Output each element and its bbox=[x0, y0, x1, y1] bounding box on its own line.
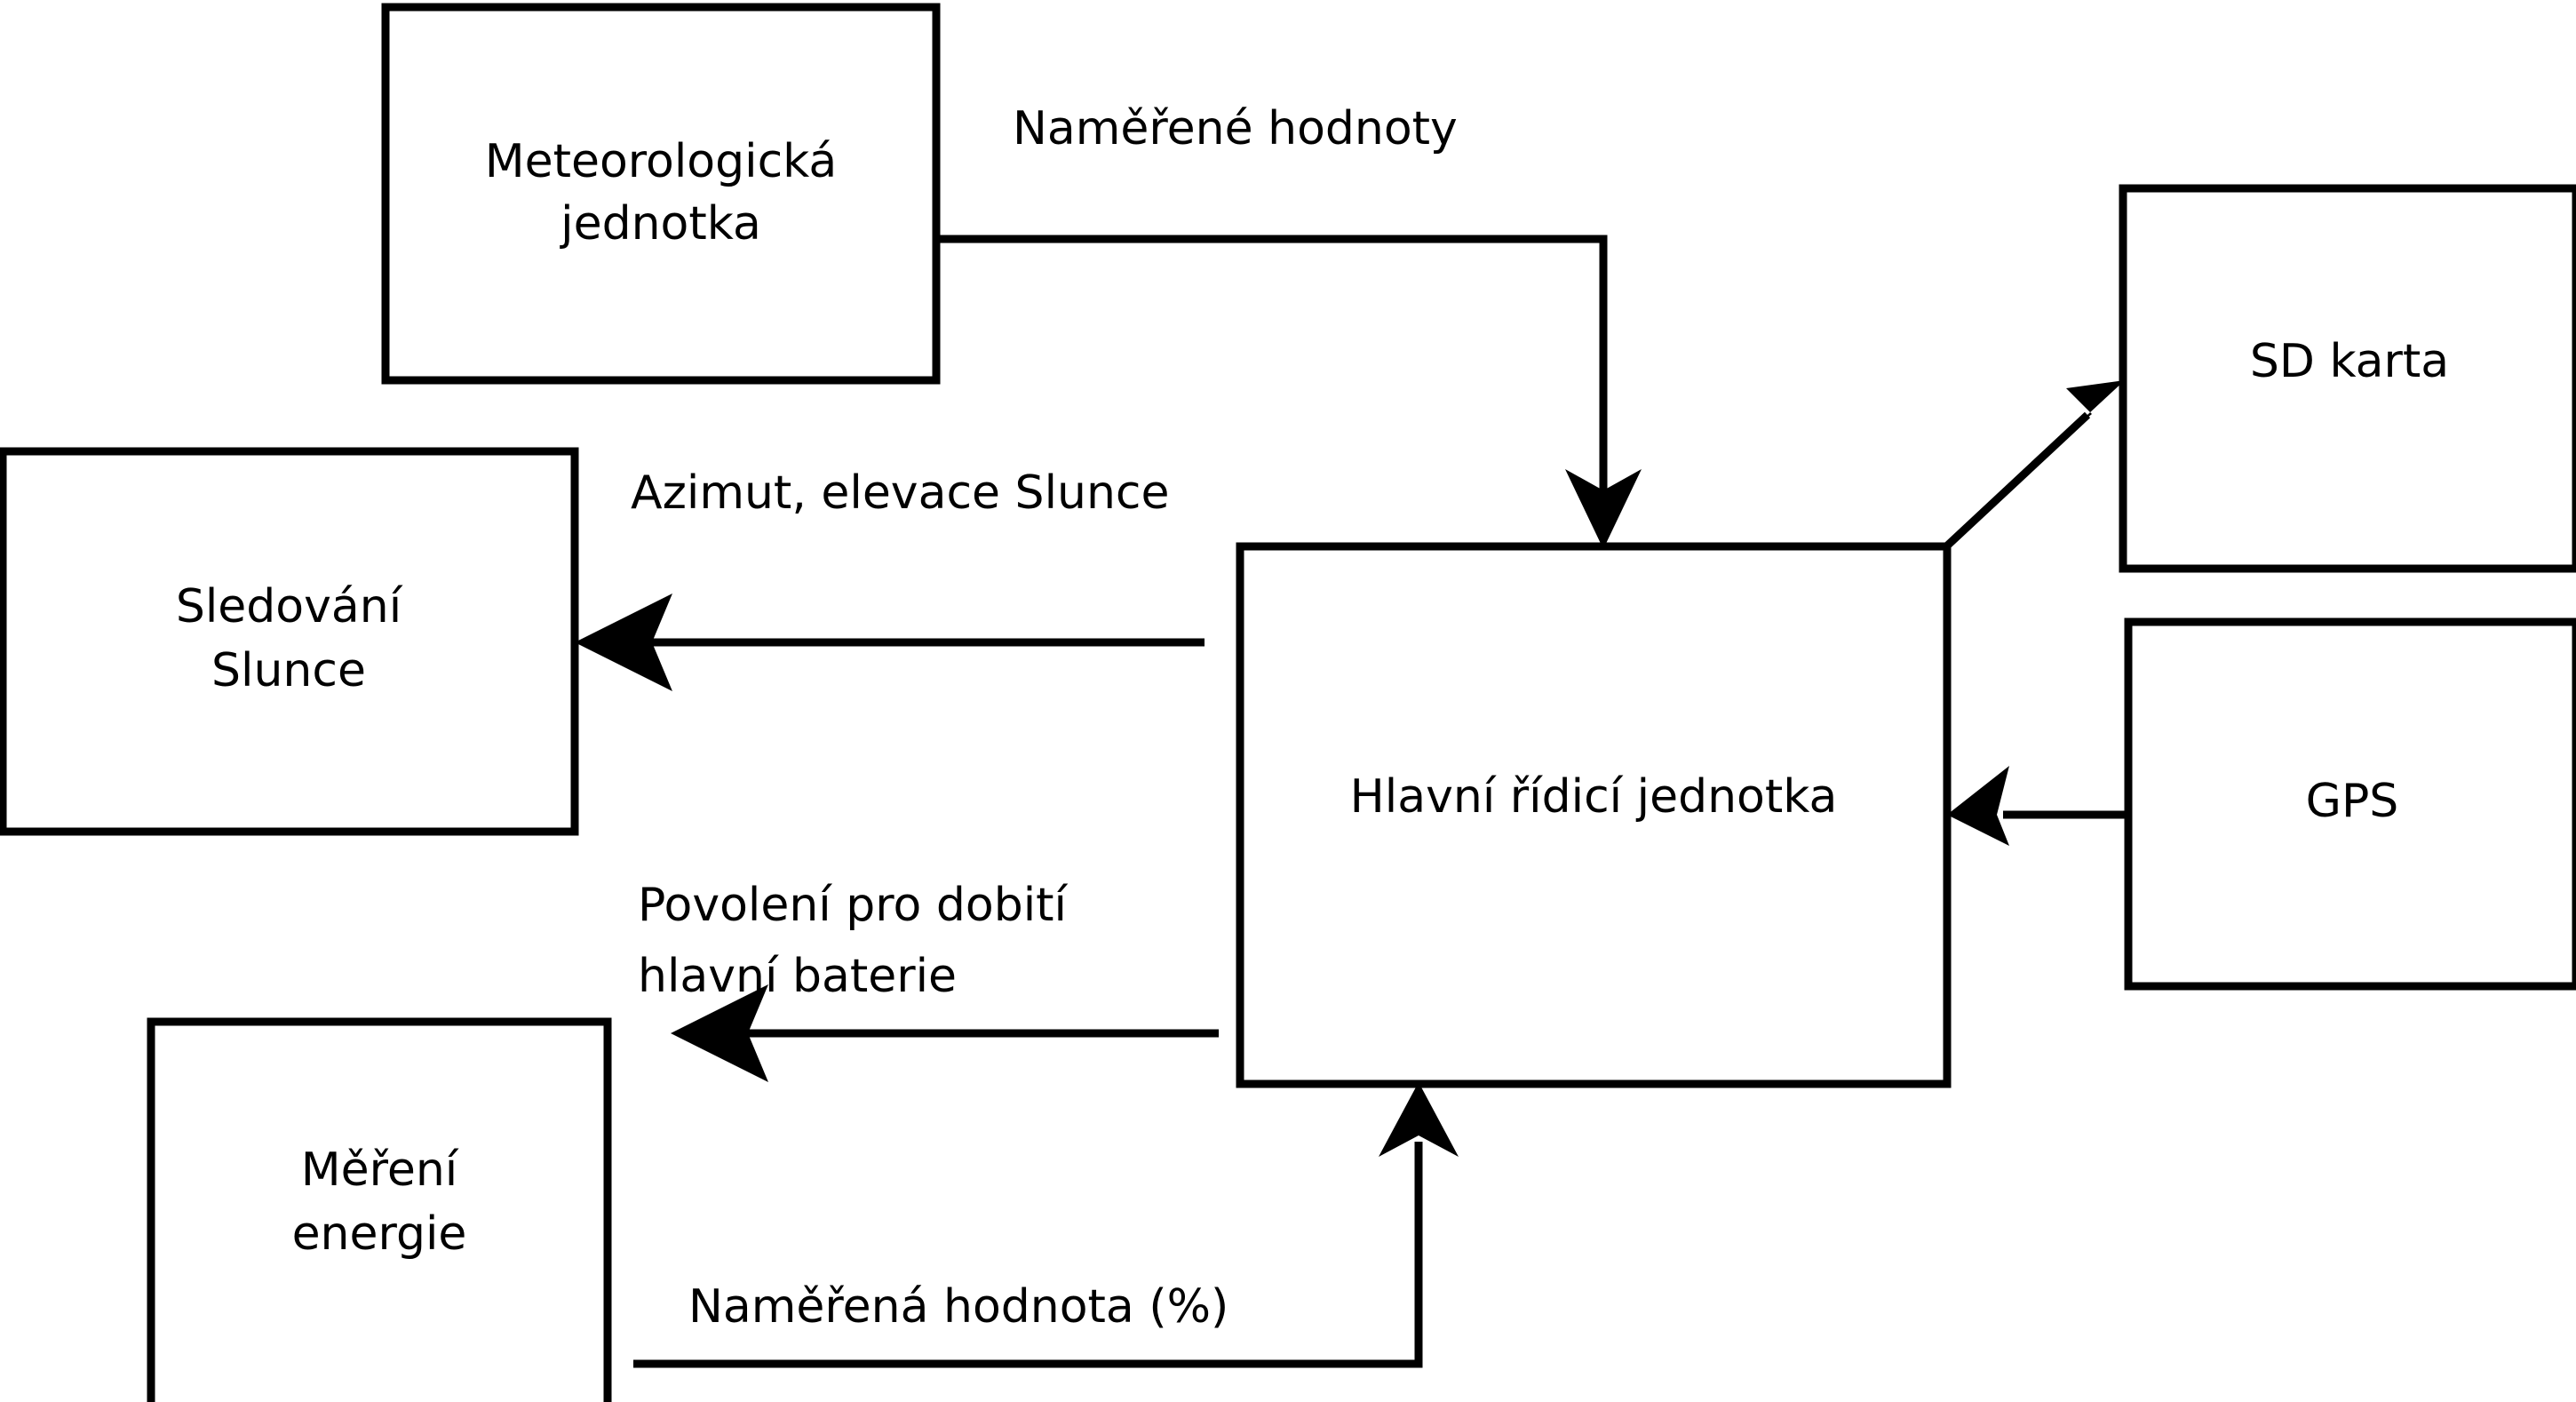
node-mereni-energie-label-line2: energie bbox=[292, 1207, 467, 1261]
edge-main-to-sdcard-path bbox=[1940, 411, 2091, 553]
node-sledovani-slunce[interactable]: Sledování Slunce bbox=[0, 447, 579, 836]
node-mereni-energie-rect[interactable] bbox=[147, 1017, 612, 1402]
node-hlavni-ridici-jednotka-rect[interactable] bbox=[1236, 542, 1952, 1088]
arrow-head-to-sdcard bbox=[2064, 380, 2125, 436]
node-meteorologicka-jednotka-label-line2: jednotka bbox=[560, 197, 761, 251]
node-sd-karta[interactable]: SD karta bbox=[2119, 184, 2576, 573]
node-hlavni-ridici-jednotka-label: Hlavní řídicí jednotka bbox=[1350, 770, 1838, 824]
node-sledovani-slunce-label-line2: Slunce bbox=[211, 644, 366, 697]
edge-main-to-sdcard bbox=[1940, 380, 2125, 553]
node-sledovani-slunce-label-line1: Sledování bbox=[176, 580, 403, 633]
node-mereni-energie[interactable]: Měření energie bbox=[147, 1017, 612, 1402]
edge-label-hlavni-baterie: hlavní baterie bbox=[638, 950, 957, 1003]
node-meteorologicka-jednotka[interactable]: Meteorologická jednotka bbox=[381, 3, 941, 385]
edge-energy-to-main bbox=[633, 1082, 1459, 1368]
edge-meteo-to-main bbox=[936, 235, 1642, 549]
node-hlavni-ridici-jednotka[interactable]: Hlavní řídicí jednotka bbox=[1236, 542, 1952, 1088]
node-meteorologicka-jednotka-label-line1: Meteorologická bbox=[485, 135, 837, 188]
edge-label-povoleni-pro-dobiti: Povolení pro dobití bbox=[638, 879, 1069, 932]
node-mereni-energie-label-line1: Měření bbox=[301, 1143, 459, 1197]
node-sd-karta-rect[interactable] bbox=[2119, 184, 2576, 573]
edge-main-to-tracking bbox=[575, 593, 1205, 691]
edge-label-namerena-hodnota-procenta: Naměřená hodnota (%) bbox=[688, 1280, 1228, 1334]
node-gps[interactable]: GPS bbox=[2124, 617, 2576, 991]
arrow-head-up-to-main bbox=[1379, 1082, 1459, 1157]
node-sd-karta-label: SD karta bbox=[2250, 335, 2449, 388]
node-gps-rect[interactable] bbox=[2124, 617, 2576, 991]
node-gps-label: GPS bbox=[2306, 775, 2399, 828]
edge-label-azimut-elevace-slunce: Azimut, elevace Slunce bbox=[631, 466, 1170, 520]
edge-label-namerene-hodnoty: Naměřené hodnoty bbox=[1013, 102, 1458, 155]
arrow-head-left-to-main bbox=[1947, 766, 2009, 846]
edge-meteo-to-main-path bbox=[936, 235, 1608, 520]
edge-main-to-energy bbox=[671, 984, 1219, 1082]
node-sledovani-slunce-rect[interactable] bbox=[0, 447, 579, 836]
arrow-head-down-to-main bbox=[1565, 469, 1642, 549]
arrow-head-left-to-tracking bbox=[575, 593, 672, 691]
edge-gps-to-main bbox=[1947, 766, 2128, 846]
edge-energy-to-main-path bbox=[633, 1142, 1423, 1368]
node-meteorologicka-jednotka-rect[interactable] bbox=[381, 3, 941, 385]
arrow-head-left-to-energy bbox=[671, 984, 768, 1082]
